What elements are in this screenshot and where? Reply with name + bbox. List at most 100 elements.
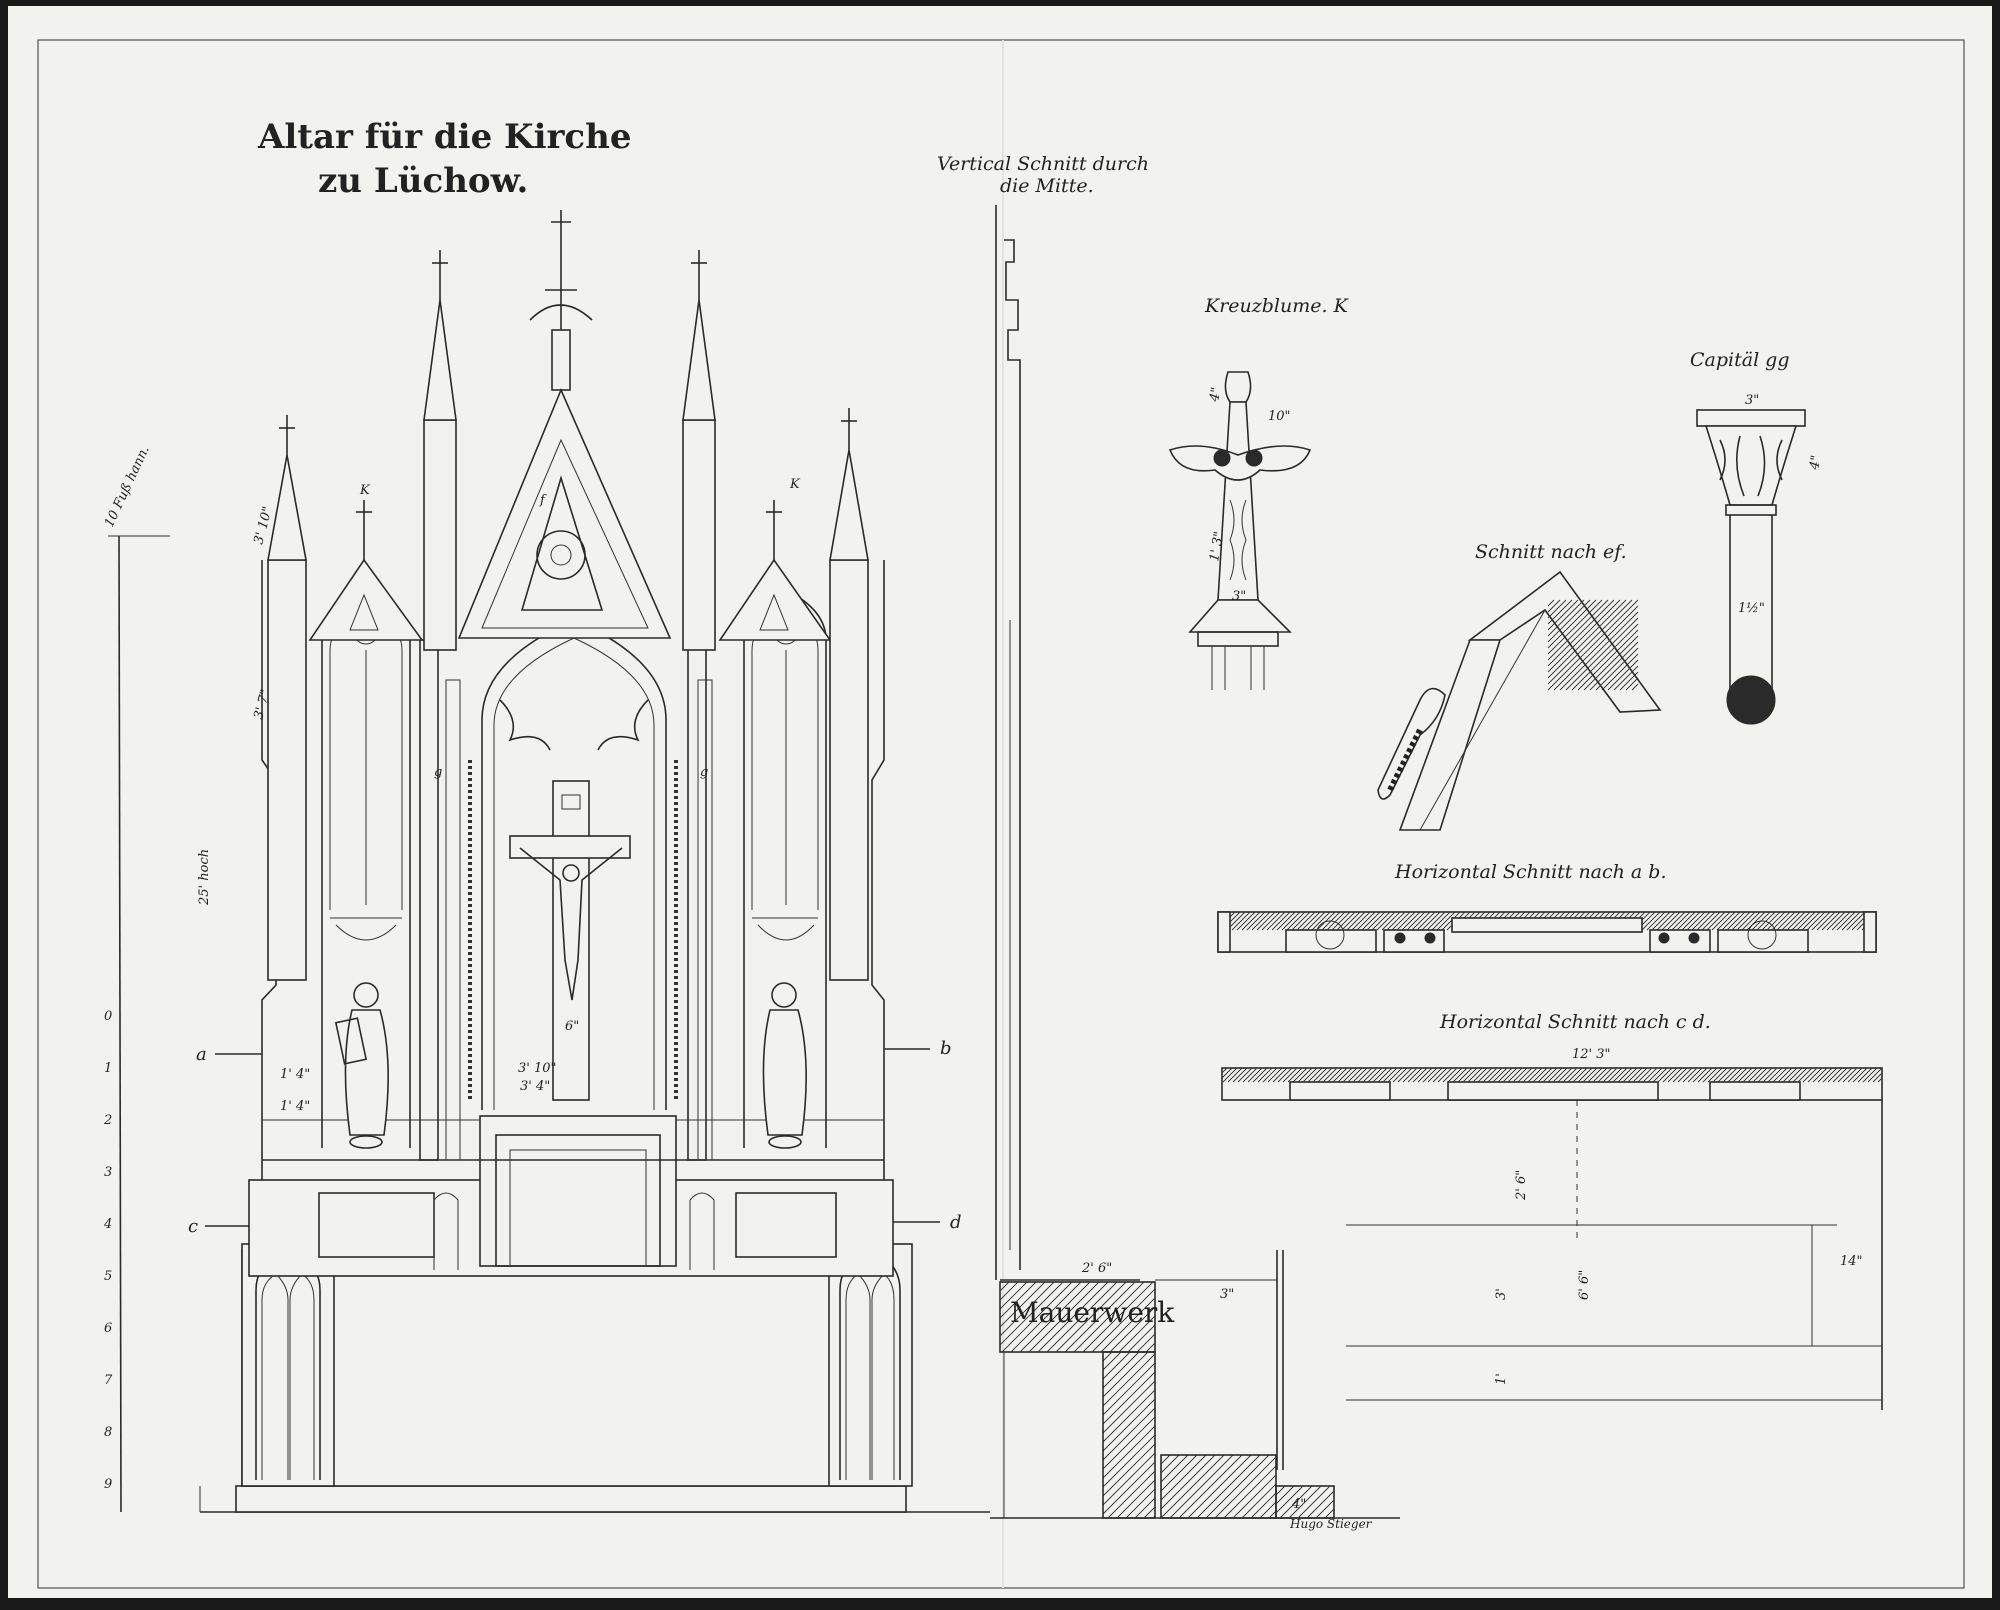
hatch-line <box>1102 1389 1156 1443</box>
hatch-line <box>1297 1067 1313 1083</box>
hatch-line <box>1497 1067 1513 1083</box>
hatch-line <box>999 1281 1046 1328</box>
hatch-line <box>1547 599 1597 649</box>
scale-tick-label: 2 <box>103 1113 112 1128</box>
hatch-line <box>1542 1067 1558 1083</box>
vertical-section-title: Vertical Schnitt durch <box>937 153 1149 175</box>
hatch-line <box>1136 1333 1156 1353</box>
hatch-line <box>1567 1067 1583 1083</box>
hatch-line <box>1229 911 1236 918</box>
dim-plan-depth: 2' 6" <box>1514 1170 1529 1201</box>
hatch-line <box>1676 911 1696 931</box>
hatch-line <box>1160 1454 1180 1474</box>
hatch-line <box>1657 1067 1673 1083</box>
hatch-line <box>1717 1067 1733 1083</box>
hatch-line <box>1102 1351 1140 1389</box>
hatch-line <box>1651 911 1671 931</box>
hatch-line <box>1559 611 1639 691</box>
hatch-line <box>1656 911 1676 931</box>
hatch-line <box>1737 1067 1753 1083</box>
kreuzblume-title: Kreuzblume. K <box>1204 295 1350 317</box>
hatch-line <box>999 1281 1064 1346</box>
hatch-line <box>1187 1454 1252 1519</box>
hatch-line <box>1527 1067 1543 1083</box>
hatch-line <box>1351 911 1371 931</box>
hatch-line <box>1116 1479 1156 1519</box>
hatch-line <box>1537 1067 1553 1083</box>
hatch-line <box>1127 1324 1156 1353</box>
hatch-line <box>1242 1067 1258 1083</box>
hatch-line <box>1160 1454 1216 1510</box>
hatch-line <box>1223 1465 1277 1519</box>
hatch-line <box>1571 623 1639 691</box>
hatch-line <box>1577 629 1639 691</box>
hatch-line <box>1589 641 1639 691</box>
hatch-line <box>1281 911 1301 931</box>
hatch-line <box>1826 911 1846 931</box>
hatch-line <box>1817 1067 1833 1083</box>
hatch-line <box>1257 1067 1273 1083</box>
hatch-line <box>1356 911 1376 931</box>
hatch-line <box>1671 911 1691 931</box>
hatch-line <box>1607 1067 1623 1083</box>
hatch-line <box>1118 1315 1156 1353</box>
section-ef-detail <box>1377 570 1662 831</box>
hatch-line <box>1416 911 1436 931</box>
hatch-line <box>1227 1067 1243 1083</box>
dim-shaft: 1½" <box>1738 601 1765 616</box>
hatch-line <box>1812 1067 1828 1083</box>
hatch-line <box>1315 1499 1335 1519</box>
hatch-line <box>1326 911 1346 931</box>
hatch-line <box>1547 599 1579 631</box>
hatch-line <box>1422 1067 1438 1083</box>
hatch-line <box>1232 1474 1277 1519</box>
marker-k-left: K <box>359 483 371 498</box>
hatch-line <box>1307 1067 1323 1083</box>
hatch-line <box>1806 911 1826 931</box>
hatch-line <box>1152 1515 1156 1519</box>
sheet-border <box>37 39 1965 1589</box>
hatch-line <box>1702 1067 1718 1083</box>
hatch-line <box>1722 1067 1738 1083</box>
hatch-line <box>1331 911 1351 931</box>
hatch-line <box>1102 1398 1156 1452</box>
scale-tick-label: 8 <box>104 1425 112 1440</box>
hatch-line <box>1852 1067 1868 1083</box>
signature: Hugo Stieger <box>1289 1517 1373 1531</box>
scale-tick-label: 1 <box>104 1061 112 1076</box>
hatch-line <box>1522 1067 1538 1083</box>
section-ef-title: Schnitt nach ef. <box>1475 541 1627 563</box>
hatch-line <box>1102 1371 1156 1425</box>
hatch-line <box>1727 1067 1743 1083</box>
hatch-line <box>1311 911 1331 931</box>
hatch-line <box>1447 1067 1463 1083</box>
hatch-line <box>1831 911 1851 931</box>
hatch-line <box>1160 1454 1225 1519</box>
hatch-line <box>1762 1067 1778 1083</box>
hatch-line <box>1010 1281 1082 1353</box>
capital-title: Capitäl gg <box>1690 349 1790 371</box>
height-note: 25' hoch <box>197 849 212 906</box>
right-wall <box>871 560 885 1180</box>
dim-capital-width: 3" <box>1745 393 1759 408</box>
hatch-line <box>1631 683 1639 691</box>
hatch-line <box>1205 1454 1270 1519</box>
hatch-line <box>1757 1067 1773 1083</box>
hatch-line <box>1256 911 1276 931</box>
hatch-line <box>1846 912 1865 931</box>
hatch-line <box>1411 911 1431 931</box>
hatch-line <box>1595 647 1639 691</box>
hatch-line <box>1617 1067 1633 1083</box>
hatch-line <box>1687 1067 1703 1083</box>
hatch-line <box>1696 911 1716 931</box>
dim-plan-width: 12' 3" <box>1572 1047 1611 1062</box>
hatch-line <box>1547 599 1591 643</box>
hatch-line <box>1102 1351 1149 1398</box>
hatch-line <box>1672 1067 1688 1083</box>
hatch-line <box>1412 1067 1428 1083</box>
hatch-line <box>1801 911 1821 931</box>
marker-a: a <box>196 1044 207 1065</box>
hatch-line <box>1402 1067 1418 1083</box>
hatch-line <box>1816 911 1836 931</box>
hatch-line <box>1856 922 1865 931</box>
